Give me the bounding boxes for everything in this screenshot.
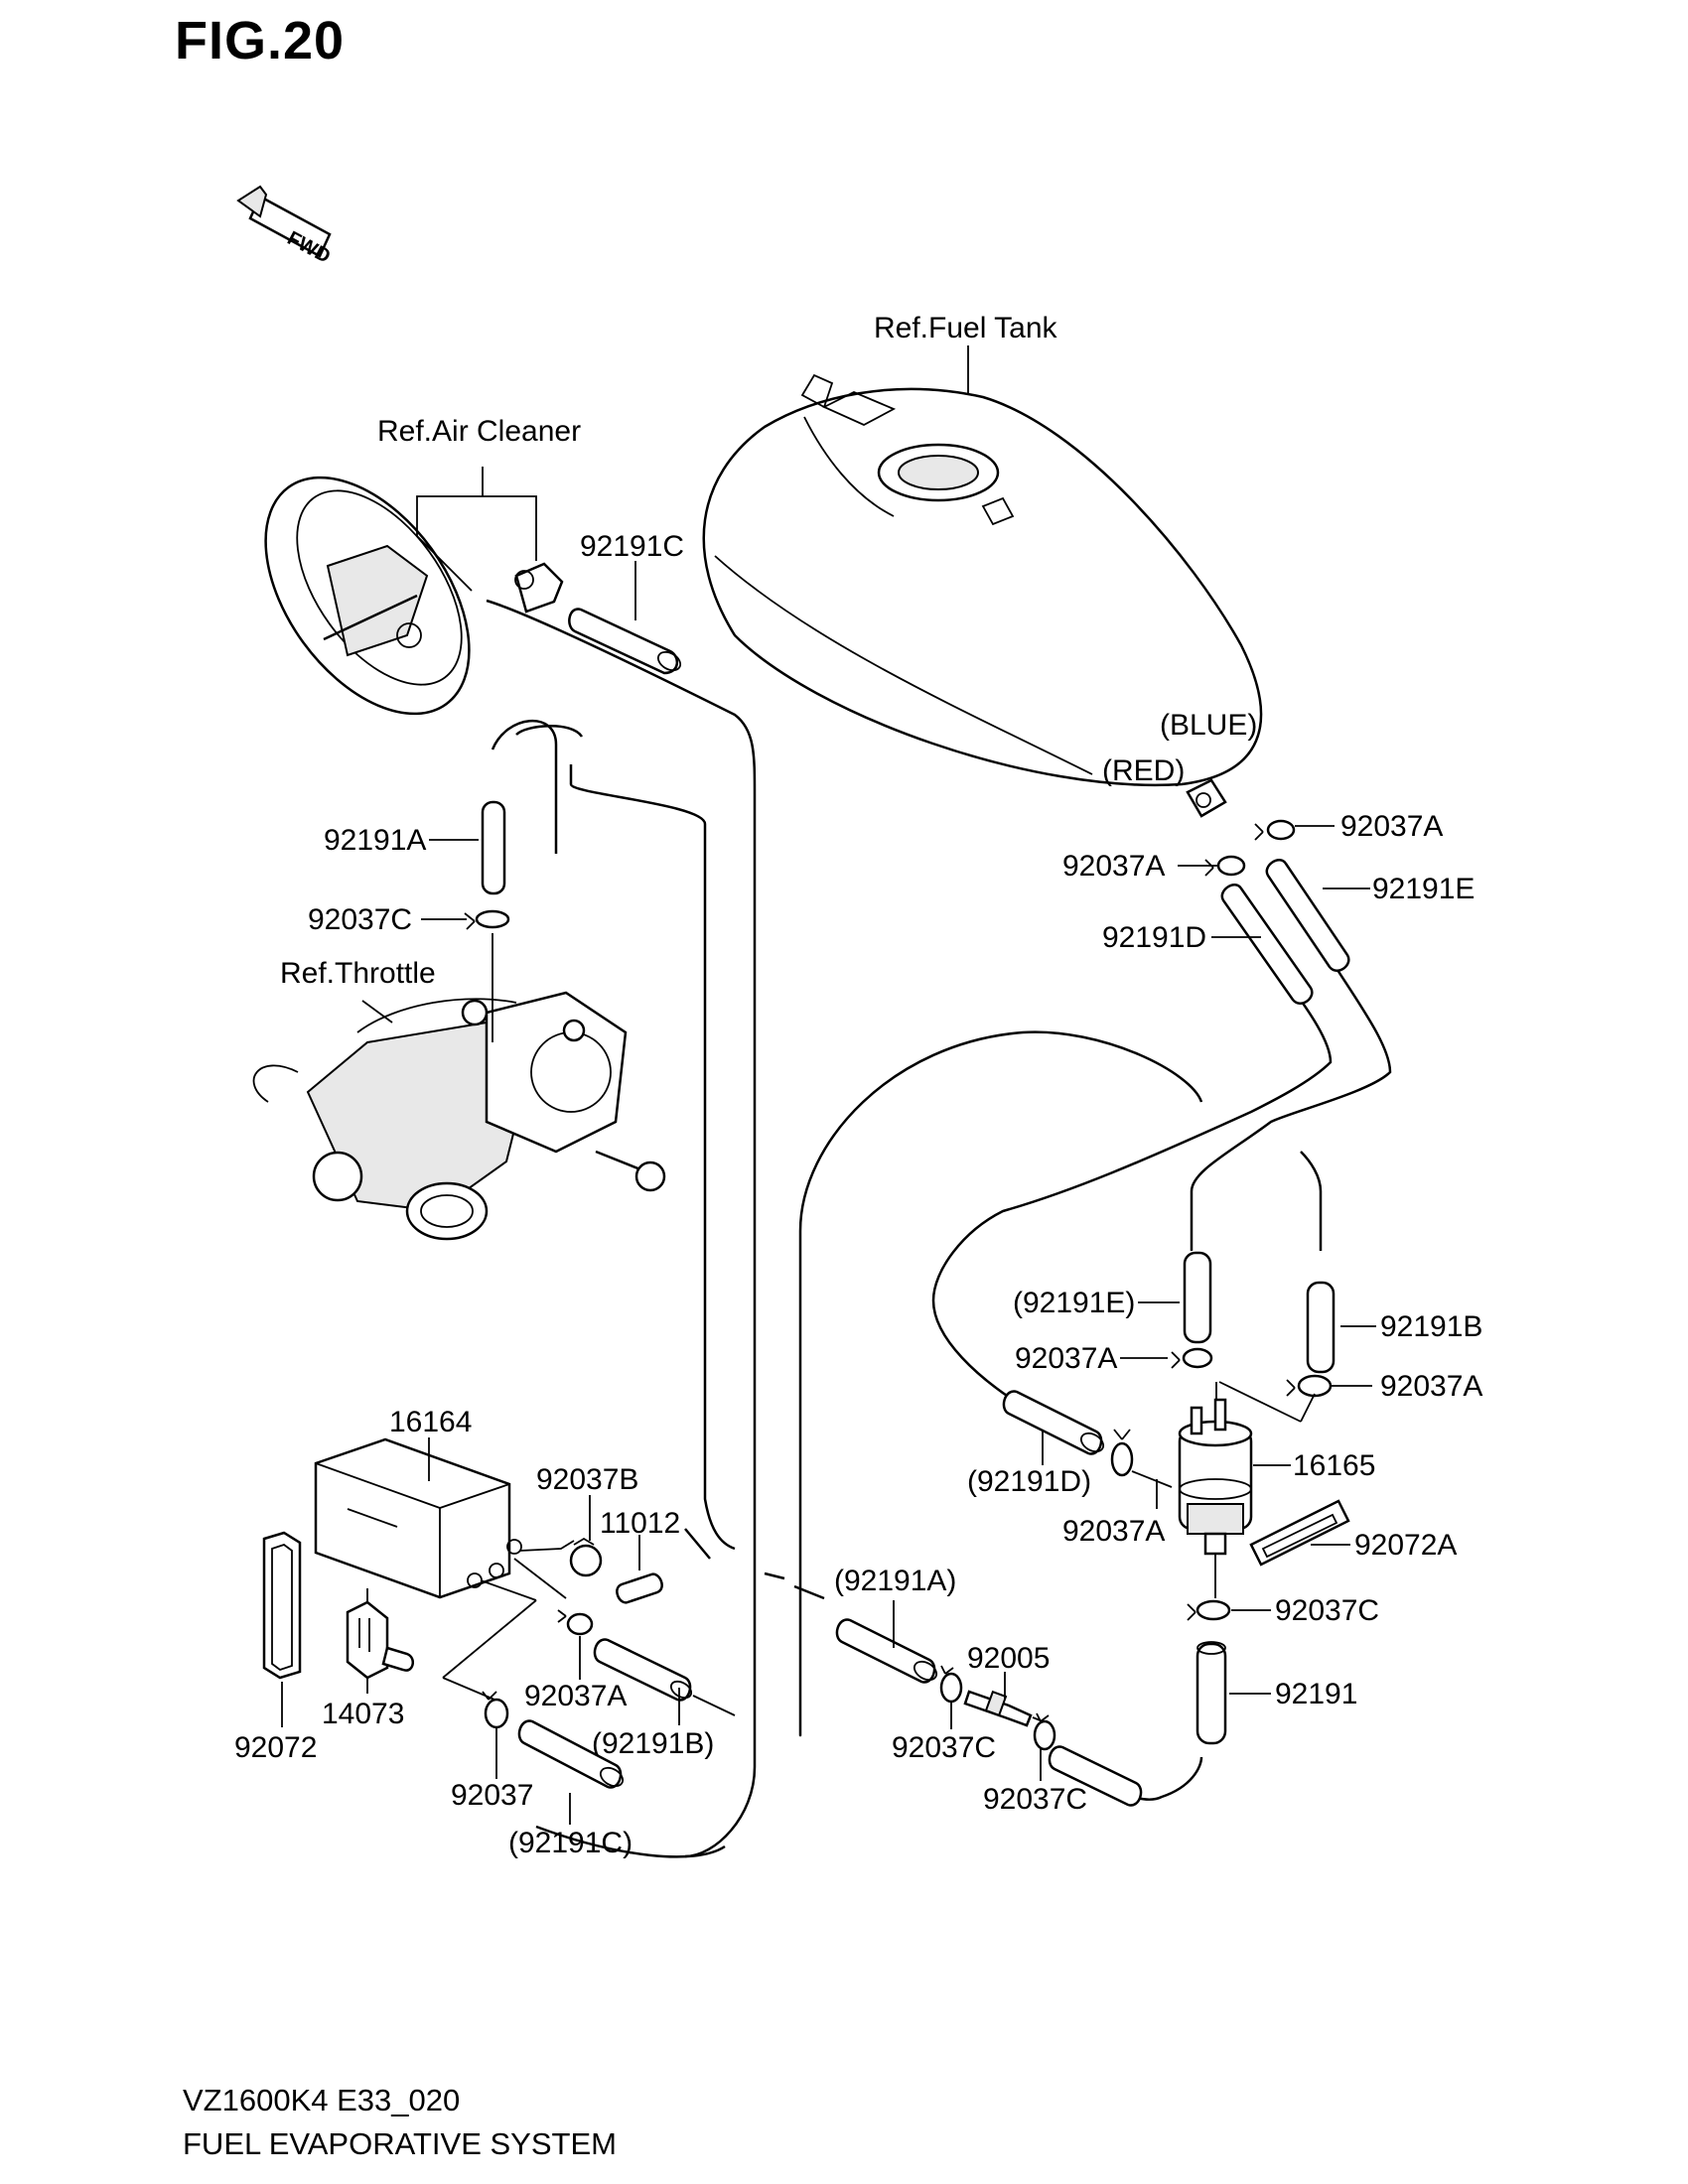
label-92037a-sep-low: 92037A [1062,1515,1165,1548]
label-92191e-tank: 92191E [1372,873,1475,905]
band-92072a-icon [1249,1499,1350,1567]
label-92005: 92005 [967,1642,1050,1675]
label-92037c-sep: 92037C [1275,1594,1379,1627]
label-11012: 11012 [600,1507,680,1540]
clip-92037b-icon [569,1537,603,1577]
clip-92037a-tank-right [1254,819,1296,841]
hose-92191 [1196,1641,1227,1745]
label-92072a: 92072A [1354,1529,1457,1562]
cap-11012-icon [616,1572,663,1604]
label-92191a-top: 92191A [324,824,426,857]
red-label: (RED) [1102,754,1185,787]
valve-92005-icon [963,1690,1044,1727]
ref-fuel-tank-label: Ref.Fuel Tank [874,312,1058,344]
hose-92191a-top [481,800,506,895]
label-92037a-sep-right: 92037A [1380,1370,1482,1403]
label-92037a-tank-left: 92037A [1062,850,1165,883]
hose-92191b-paren [593,1638,693,1702]
clip-92037a-sep-right [1286,1374,1333,1398]
label-92037b: 92037B [536,1463,638,1496]
label-92037c-top: 92037C [308,903,412,936]
hose-92191-lower [1048,1745,1143,1807]
hose-92191d-tank [1220,884,1314,1005]
label-92191b-right: 92191B [1380,1310,1482,1343]
ref-throttle-label: Ref.Throttle [280,957,436,990]
hose-92191c-top [568,608,682,675]
footer-section-name: FUEL EVAPORATIVE SYSTEM [183,2126,617,2161]
clip-92037a-sep-left [1171,1347,1213,1369]
air-cleaner-icon [264,476,564,716]
label-16165: 16165 [1293,1449,1375,1482]
bracket-14073-icon [346,1600,415,1680]
hose-92191d-paren [1002,1390,1105,1455]
clip-92037a-tank-left [1204,855,1246,877]
figure-title: FIG.20 [175,11,346,70]
hose-92191e-paren [1183,1251,1212,1344]
clip-92037c-low2 [1033,1712,1056,1751]
label-92191: 92191 [1275,1678,1357,1710]
clip-92037a-can [557,1609,594,1636]
label-92037: 92037 [451,1779,533,1812]
clip-92037c-sep [1187,1599,1231,1621]
ref-air-cleaner-label: Ref.Air Cleaner [377,415,581,448]
label-92191e-paren: (92191E) [1013,1287,1135,1319]
label-92037a-sep-left: 92037A [1015,1342,1117,1375]
clip-92037a-sep-low [1110,1429,1134,1477]
label-92037c-low2: 92037C [983,1783,1087,1816]
label-92037a-can: 92037A [524,1680,627,1712]
label-92191c-paren: (92191C) [508,1827,633,1859]
hose-92191a-paren [835,1618,938,1684]
separator-16165-icon [1178,1398,1253,1556]
band-92072-icon [262,1531,302,1680]
label-92037a-tank-right: 92037A [1340,810,1443,843]
footer-model-code: VZ1600K4 E33_020 [183,2083,461,2117]
clip-92037c-top [464,909,510,930]
label-14073: 14073 [322,1698,404,1730]
canister-16164-icon [314,1437,522,1599]
clip-92037c-low1 [939,1665,963,1704]
throttle-body-icon [252,991,666,1241]
hose-92191e-tank [1265,859,1350,972]
clip-92037 [482,1691,509,1729]
label-92191d-tank: 92191D [1102,921,1206,954]
hose-92191c-paren [517,1719,625,1789]
label-92191b-paren: (92191B) [592,1727,714,1760]
label-92191d-paren: (92191D) [967,1465,1091,1498]
label-92037c-low1: 92037C [892,1731,996,1764]
label-92191a-paren: (92191A) [834,1565,956,1597]
label-16164: 16164 [389,1406,472,1438]
label-92072: 92072 [234,1731,317,1764]
fuel-tank-icon [702,373,1263,818]
blue-label: (BLUE) [1160,709,1257,742]
hose-92191b-right [1306,1281,1336,1374]
fwd-arrow-icon: FWD [236,185,334,268]
label-92191c-top: 92191C [580,530,684,563]
